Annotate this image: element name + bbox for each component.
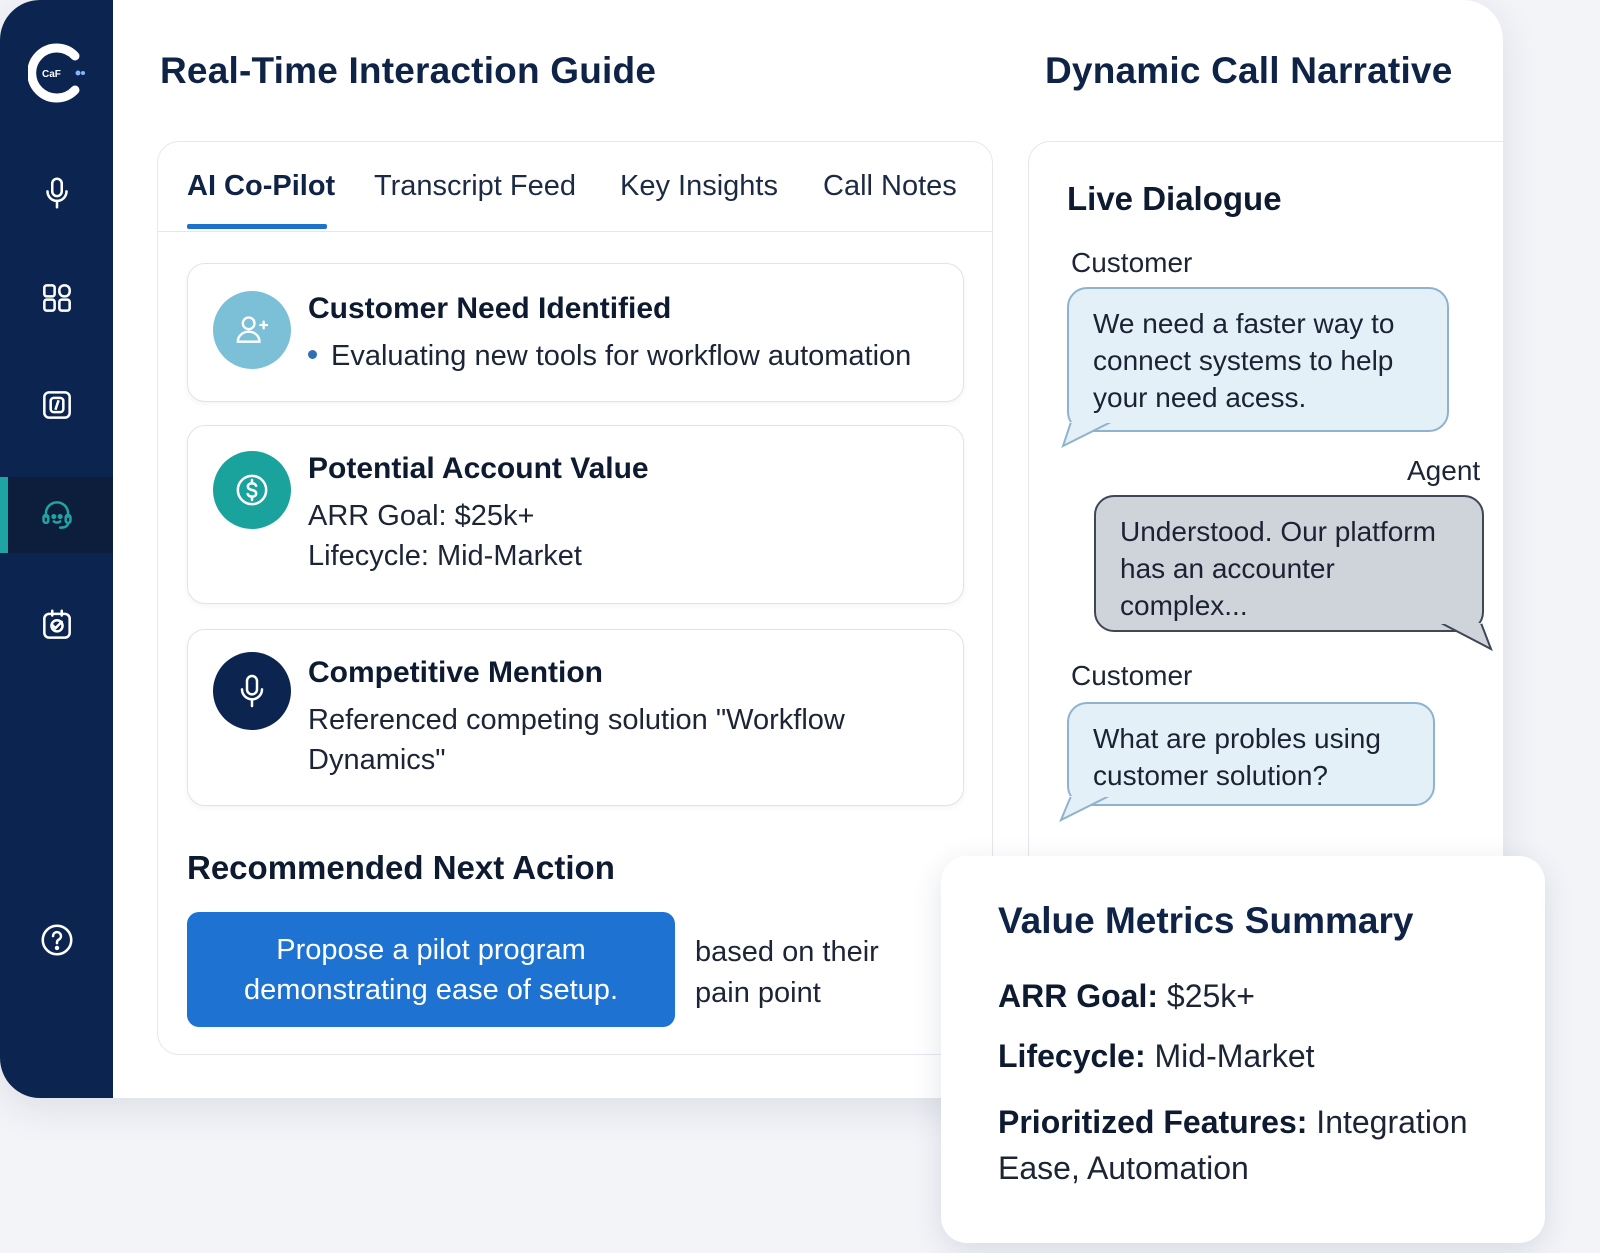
tab-bar: AI Co-Pilot Transcript Feed Key Insights… xyxy=(158,142,992,232)
insight-heading: Potential Account Value xyxy=(308,452,649,485)
insight-card-account-value[interactable]: Potential Account Value ARR Goal: $25k+ … xyxy=(187,425,964,604)
bubble-tail xyxy=(1059,796,1111,823)
tab-key-insights[interactable]: Key Insights xyxy=(620,170,778,202)
speaker-label-customer: Customer xyxy=(1071,660,1193,691)
logo-text: CaF xyxy=(42,69,61,80)
bubble-tail xyxy=(1439,623,1493,652)
live-dialogue-title: Live Dialogue xyxy=(1067,180,1282,217)
propose-pilot-button[interactable]: Propose a pilot program demonstrating ea… xyxy=(187,912,675,1027)
next-action-title: Recommended Next Action xyxy=(187,849,615,886)
bullet-icon xyxy=(308,349,317,359)
message-bubble-customer[interactable]: What are probles using customer solution… xyxy=(1067,702,1435,806)
badge-check-icon xyxy=(42,609,71,639)
add-user-icon xyxy=(213,291,291,369)
microphone-icon xyxy=(213,652,291,730)
headset-agent-icon xyxy=(41,501,72,529)
tab-ai-copilot[interactable]: AI Co-Pilot xyxy=(187,170,336,202)
insight-bullet: Evaluating new tools for workflow automa… xyxy=(308,336,911,377)
brand-logo[interactable]: CaF xyxy=(27,42,86,104)
interaction-guide-panel: AI Co-Pilot Transcript Feed Key Insights… xyxy=(157,141,993,1055)
notes-icon xyxy=(42,391,71,419)
metric-value: Integration Ease, Automation xyxy=(998,1104,1468,1186)
sidebar-item-badge[interactable] xyxy=(0,587,113,663)
dollar-icon xyxy=(213,451,291,529)
insight-bullet-text: Evaluating new tools for workflow automa… xyxy=(331,340,912,372)
metric-label: Prioritized Features: xyxy=(998,1104,1308,1140)
metric-label: Lifecycle: xyxy=(998,1038,1146,1074)
insight-heading: Customer Need Identified xyxy=(308,292,672,325)
microphone-icon xyxy=(45,177,68,209)
narrative-title: Dynamic Call Narrative xyxy=(1045,50,1453,91)
speaker-label-agent: Agent xyxy=(1407,455,1481,486)
tab-call-notes[interactable]: Call Notes xyxy=(823,170,957,202)
insight-card-customer-need[interactable]: Customer Need Identified Evaluating new … xyxy=(187,263,964,402)
insight-competitor-line1: Referenced competing solution "Workflow xyxy=(308,704,845,736)
app-window: CaF xyxy=(0,0,1503,1098)
sidebar-item-help[interactable] xyxy=(0,902,113,978)
dashboard-grid-icon xyxy=(42,284,71,312)
message-bubble-agent[interactable]: Understood. Our platform has an accounte… xyxy=(1094,495,1484,632)
sidebar-item-notes[interactable] xyxy=(0,367,113,443)
metric-prioritized-features: Prioritized Features: Integration Ease, … xyxy=(998,1099,1498,1191)
sidebar-item-microphone[interactable] xyxy=(0,155,113,231)
insight-card-competitive-mention[interactable]: Competitive Mention Referenced competing… xyxy=(187,629,964,806)
next-action-note: based on their pain point xyxy=(695,936,879,1009)
metric-value: $25k+ xyxy=(1158,978,1255,1014)
metrics-title: Value Metrics Summary xyxy=(998,900,1414,941)
active-tab-indicator xyxy=(187,224,327,229)
insight-competitor-line2: Dynamics" xyxy=(308,744,446,776)
sidebar-item-dashboard[interactable] xyxy=(0,260,113,336)
metric-lifecycle: Lifecycle: Mid-Market xyxy=(998,1033,1498,1079)
tab-transcript-feed[interactable]: Transcript Feed xyxy=(374,170,576,202)
insight-lifecycle: Lifecycle: Mid-Market xyxy=(308,540,582,572)
message-bubble-customer[interactable]: We need a faster way to connect systems … xyxy=(1067,287,1449,432)
speaker-label-customer: Customer xyxy=(1071,247,1193,278)
insight-arr-goal: ARR Goal: $25k+ xyxy=(308,500,535,532)
insight-heading: Competitive Mention xyxy=(308,656,604,689)
metric-label: ARR Goal: xyxy=(998,978,1158,1014)
sidebar: CaF xyxy=(0,0,113,1098)
value-metrics-card: Value Metrics Summary ARR Goal: $25k+ Li… xyxy=(941,856,1545,1243)
sidebar-item-agent-assist[interactable] xyxy=(0,477,113,553)
metric-arr-goal: ARR Goal: $25k+ xyxy=(998,973,1498,1019)
metric-value: Mid-Market xyxy=(1145,1038,1315,1074)
help-icon xyxy=(40,924,73,956)
live-dialogue-panel: Live Dialogue Customer We need a faster … xyxy=(1028,141,1503,881)
page-title: Real-Time Interaction Guide xyxy=(160,50,657,91)
bubble-tail xyxy=(1061,422,1113,448)
